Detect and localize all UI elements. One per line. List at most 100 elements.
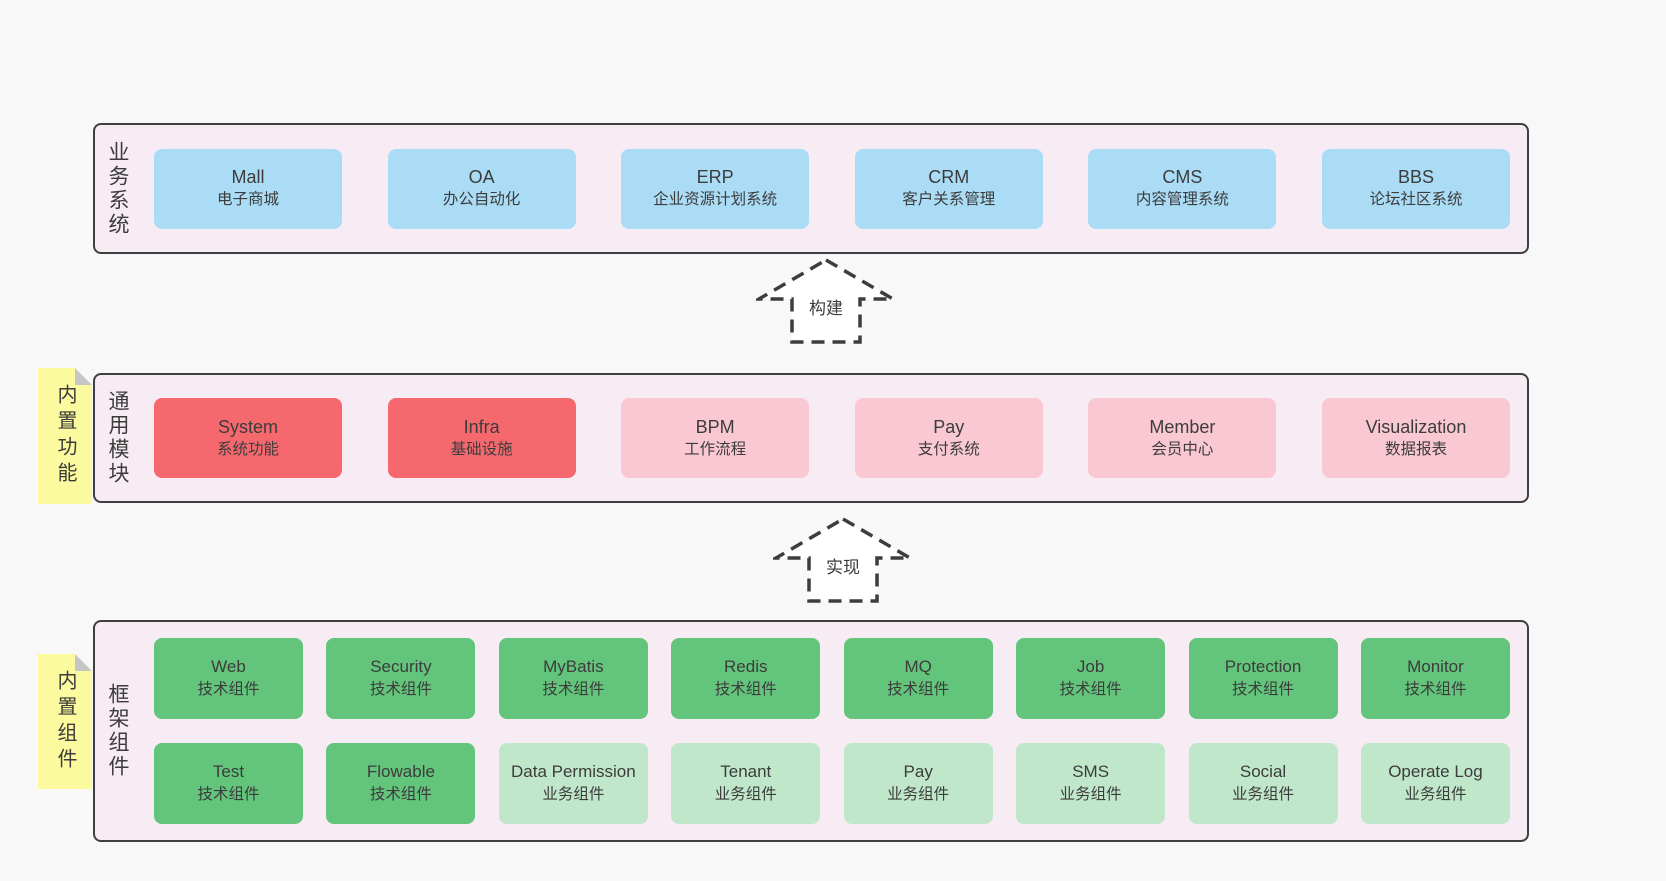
box-data-permission: Data Permission 业务组件 — [498, 743, 648, 824]
arrow-build: 构建 — [756, 257, 896, 345]
box-subtitle: 工作流程 — [684, 440, 747, 458]
box-subtitle: 技术组件 — [1059, 680, 1122, 698]
box-subtitle: 业务组件 — [1059, 785, 1122, 803]
box-subtitle: 系统功能 — [216, 440, 279, 458]
box-mall: Mall 电子商城 — [154, 148, 342, 229]
box-title: Visualization — [1365, 416, 1467, 437]
box-title: CMS — [1162, 167, 1203, 188]
box-security: Security 技术组件 — [326, 638, 476, 719]
arrow-implement: 实现 — [773, 516, 913, 604]
box-title: Member — [1149, 416, 1216, 437]
box-title: Flowable — [366, 761, 435, 781]
box-subtitle: 技术组件 — [197, 680, 260, 698]
layer-label-framework: 框架组件 — [106, 683, 129, 779]
box-subtitle: 技术组件 — [1232, 680, 1295, 698]
box-title: Protection — [1224, 656, 1302, 676]
arrow-build-label: 构建 — [806, 293, 846, 320]
box-job: Job 技术组件 — [1016, 638, 1166, 719]
box-tenant: Tenant 业务组件 — [671, 743, 821, 824]
box-title: Data Permission — [510, 761, 636, 781]
box-subtitle: 技术组件 — [714, 680, 777, 698]
box-subtitle: 技术组件 — [369, 785, 432, 803]
box-title: SMS — [1072, 761, 1110, 781]
box-redis: Redis 技术组件 — [671, 638, 821, 719]
box-pay: Pay 支付系统 — [854, 398, 1043, 478]
box-web: Web 技术组件 — [154, 638, 303, 719]
box-title: Test — [212, 761, 245, 781]
box-cms: CMS 内容管理系统 — [1088, 148, 1277, 229]
layer-common-modules: 通用模块 System 系统功能 Infra 基础设施 BPM 工作流程 Pay 支付系统 Me… — [93, 373, 1529, 503]
box-title: Pay — [903, 761, 933, 781]
box-subtitle: 业务组件 — [1232, 785, 1295, 803]
folded-corner-icon — [75, 368, 92, 385]
box-subtitle: 数据报表 — [1384, 440, 1447, 458]
box-subtitle: 业务组件 — [887, 785, 950, 803]
box-sms: SMS 业务组件 — [1016, 743, 1166, 824]
box-subtitle: 基础设施 — [450, 440, 513, 458]
box-title: Security — [370, 656, 432, 676]
box-subtitle: 技术组件 — [197, 785, 260, 803]
box-bpm: BPM 工作流程 — [621, 398, 810, 478]
box-test: Test 技术组件 — [154, 743, 303, 824]
box-title: BBS — [1397, 167, 1434, 188]
box-bbs: BBS 论坛社区系统 — [1321, 148, 1510, 229]
box-subtitle: 技术组件 — [1404, 680, 1467, 698]
box-protection: Protection 技术组件 — [1188, 638, 1338, 719]
box-subtitle: 业务组件 — [1404, 785, 1467, 803]
box-system: System 系统功能 — [154, 398, 342, 478]
sticky-modules-label: 内置功能 — [54, 384, 76, 488]
box-subtitle: 技术组件 — [887, 680, 950, 698]
box-title: Pay — [933, 416, 965, 437]
box-title: OA — [468, 167, 495, 188]
box-subtitle: 电子商城 — [216, 191, 279, 209]
box-title: Infra — [463, 416, 500, 437]
box-title: Job — [1076, 656, 1105, 676]
box-visualization: Visualization 数据报表 — [1321, 398, 1510, 478]
box-title: Redis — [724, 656, 768, 676]
box-flowable: Flowable 技术组件 — [326, 743, 476, 824]
box-infra: Infra 基础设施 — [387, 398, 576, 478]
box-title: Social — [1239, 761, 1287, 781]
box-member: Member 会员中心 — [1088, 398, 1277, 478]
sticky-framework-label: 内置组件 — [54, 669, 76, 774]
sticky-note-built-in-features: 内置功能 — [38, 368, 92, 504]
box-title: Mall — [231, 167, 265, 188]
box-pay: Pay 业务组件 — [843, 743, 993, 824]
box-subtitle: 支付系统 — [917, 440, 980, 458]
box-title: Web — [211, 656, 246, 676]
sticky-note-built-in-components: 内置组件 — [38, 654, 92, 789]
box-operate-log: Operate Log 业务组件 — [1360, 743, 1510, 824]
box-title: System — [217, 416, 278, 437]
box-title: BPM — [695, 416, 735, 437]
folded-corner-icon — [75, 654, 92, 671]
box-title: CRM — [928, 167, 970, 188]
box-subtitle: 客户关系管理 — [902, 191, 996, 209]
box-crm: CRM 客户关系管理 — [854, 148, 1043, 229]
box-subtitle: 企业资源计划系统 — [653, 191, 778, 209]
box-subtitle: 技术组件 — [542, 680, 605, 698]
box-subtitle: 办公自动化 — [442, 191, 521, 209]
box-subtitle: 业务组件 — [542, 785, 605, 803]
layer-label-modules: 通用模块 — [106, 390, 129, 486]
modules-box-row: System 系统功能 Infra 基础设施 BPM 工作流程 Pay 支付系统 Member 会… — [134, 398, 1527, 478]
box-subtitle: 内容管理系统 — [1135, 191, 1229, 209]
box-subtitle: 会员中心 — [1151, 440, 1214, 458]
layer-label-business: 业务系统 — [106, 140, 129, 237]
box-oa: OA 办公自动化 — [387, 148, 576, 229]
box-subtitle: 论坛社区系统 — [1369, 191, 1463, 209]
box-title: Tenant — [720, 761, 772, 781]
box-subtitle: 技术组件 — [369, 680, 432, 698]
box-title: Operate Log — [1388, 761, 1483, 781]
box-social: Social 业务组件 — [1188, 743, 1338, 824]
arrow-implement-label: 实现 — [823, 552, 863, 579]
box-subtitle: 业务组件 — [714, 785, 777, 803]
